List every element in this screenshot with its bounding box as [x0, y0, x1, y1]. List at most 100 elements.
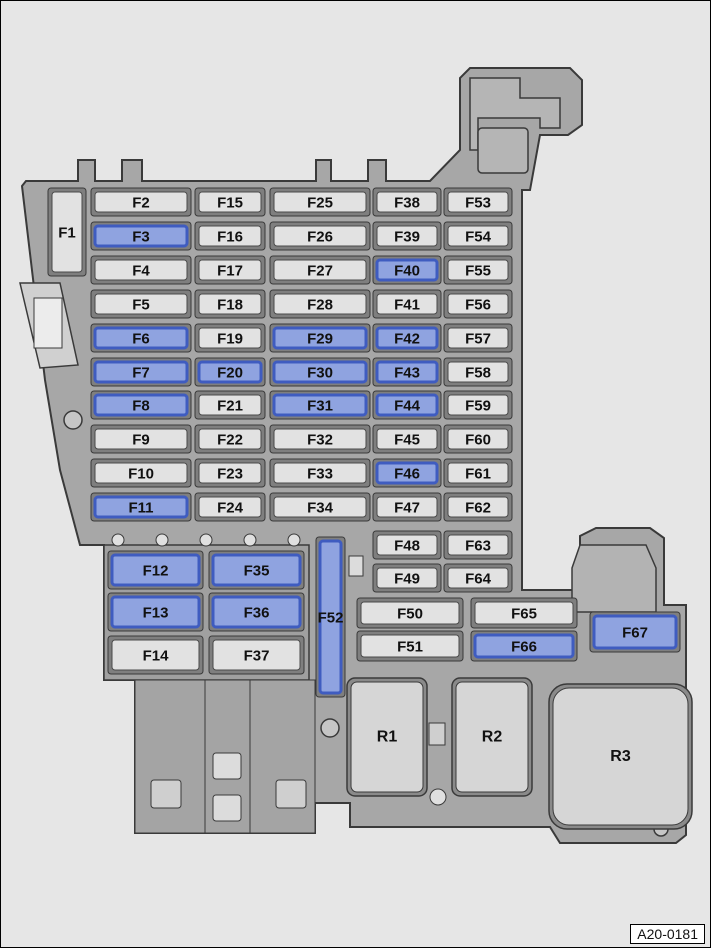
fuse-f53: F53 — [443, 187, 513, 217]
fuse-body — [447, 567, 509, 589]
fuse-body-highlighted — [473, 633, 575, 659]
fuse-body-highlighted — [318, 539, 343, 695]
fuse-body — [360, 601, 460, 625]
fuse-body — [198, 394, 262, 416]
bottom-slot-b — [212, 752, 242, 780]
fuse-f42: F42 — [372, 323, 442, 353]
fuse-f49: F49 — [372, 563, 442, 593]
fuse-f9: F9 — [90, 424, 192, 454]
fuse-f52: F52 — [315, 536, 346, 698]
top-connector-bracket — [469, 77, 561, 151]
relay-body — [350, 681, 424, 793]
fuse-label: F66 — [511, 639, 537, 656]
fuse-f24: F24 — [194, 492, 266, 522]
fuse-body-highlighted — [110, 553, 201, 587]
fuse-f62: F62 — [443, 492, 513, 522]
fuse-body — [474, 601, 574, 625]
fuse-label: F25 — [307, 195, 333, 212]
fuse-label: F22 — [217, 432, 243, 449]
fuse-f7: F7 — [90, 357, 192, 387]
fuse-f59: F59 — [443, 390, 513, 420]
fuse-label: F23 — [217, 466, 243, 483]
fuse-body — [198, 259, 262, 281]
fuse-body-highlighted — [375, 461, 439, 485]
fuse-f38: F38 — [372, 187, 442, 217]
fuse-body-highlighted — [93, 360, 189, 384]
fuse-body — [273, 462, 367, 484]
fuse-label: F3 — [132, 229, 150, 246]
relay-r1: R1 — [346, 677, 428, 797]
fuse-label: F17 — [217, 263, 243, 280]
fuse-label: F5 — [132, 297, 150, 314]
fuse-label: F42 — [394, 331, 420, 348]
lower-support-right — [249, 679, 316, 834]
fuse-f21: F21 — [194, 390, 266, 420]
fuse-body-highlighted — [110, 595, 201, 629]
fuse-f66: F66 — [470, 630, 578, 662]
fuse-f37: F37 — [208, 635, 305, 675]
fuse-body — [273, 293, 367, 315]
fuse-f20: F20 — [194, 357, 266, 387]
fuse-f1: F1 — [47, 187, 87, 277]
fuse-label: F12 — [143, 563, 169, 580]
fuse-label: F27 — [307, 263, 333, 280]
fuse-f13: F13 — [107, 592, 204, 632]
screw-left — [63, 410, 83, 430]
fuse-f48: F48 — [372, 530, 442, 560]
fuse-label: F55 — [465, 263, 491, 280]
fuse-label: F15 — [217, 195, 243, 212]
relay-body — [552, 687, 689, 826]
fuse-f55: F55 — [443, 255, 513, 285]
fuse-label: F41 — [394, 297, 420, 314]
fuse-body — [94, 191, 188, 213]
fuse-f44: F44 — [372, 390, 442, 420]
fuse-f15: F15 — [194, 187, 266, 217]
left-clip-window — [33, 297, 63, 349]
fuse-body — [273, 496, 367, 518]
fuse-label: F62 — [465, 500, 491, 517]
relay-label: R3 — [610, 748, 631, 765]
fuse-f19: F19 — [194, 323, 266, 353]
fuse-body — [273, 428, 367, 450]
mount-hole-5 — [287, 533, 301, 547]
fuse-label: F30 — [307, 365, 333, 382]
fuse-label: F18 — [217, 297, 243, 314]
fuse-label: F36 — [244, 605, 270, 622]
fuse-label: F37 — [244, 648, 270, 665]
fuse-label: F40 — [394, 263, 420, 280]
fuse-body-highlighted — [272, 360, 368, 384]
fuse-body-highlighted — [93, 326, 189, 350]
fuse-label: F20 — [217, 365, 243, 382]
fuse-f5: F5 — [90, 289, 192, 319]
fuse-label: F53 — [465, 195, 491, 212]
fuse-label: F4 — [132, 263, 150, 280]
fuse-label: F61 — [465, 466, 491, 483]
fuse-body — [376, 293, 438, 315]
fuse-label: F2 — [132, 195, 150, 212]
fuse-layer: F1F2F3F4F5F6F7F8F9F10F11F12F13F14F15F16F… — [47, 187, 681, 698]
bottom-slot-d — [275, 779, 307, 809]
fuse-label: F33 — [307, 466, 333, 483]
top-connector-socket — [477, 127, 529, 174]
fuse-label: F47 — [394, 500, 420, 517]
fuse-f58: F58 — [443, 357, 513, 387]
fuse-label: F8 — [132, 398, 150, 415]
fuse-f43: F43 — [372, 357, 442, 387]
fuse-f22: F22 — [194, 424, 266, 454]
fuse-label: F65 — [511, 606, 537, 623]
fuse-label: F63 — [465, 538, 491, 555]
fuse-f63: F63 — [443, 530, 513, 560]
fuse-body — [447, 534, 509, 556]
fuse-label: F57 — [465, 331, 491, 348]
fuse-f56: F56 — [443, 289, 513, 319]
bottom-slot-a — [150, 779, 182, 809]
fuse-body — [447, 361, 509, 383]
fuse-body-highlighted — [375, 258, 439, 282]
relay-r2: R2 — [451, 677, 533, 797]
fuse-body — [198, 327, 262, 349]
fuse-f65: F65 — [470, 597, 578, 629]
mount-hole-1 — [111, 533, 125, 547]
fuse-label: F29 — [307, 331, 333, 348]
fuse-body — [198, 225, 262, 247]
small-socket-relay — [428, 722, 446, 746]
